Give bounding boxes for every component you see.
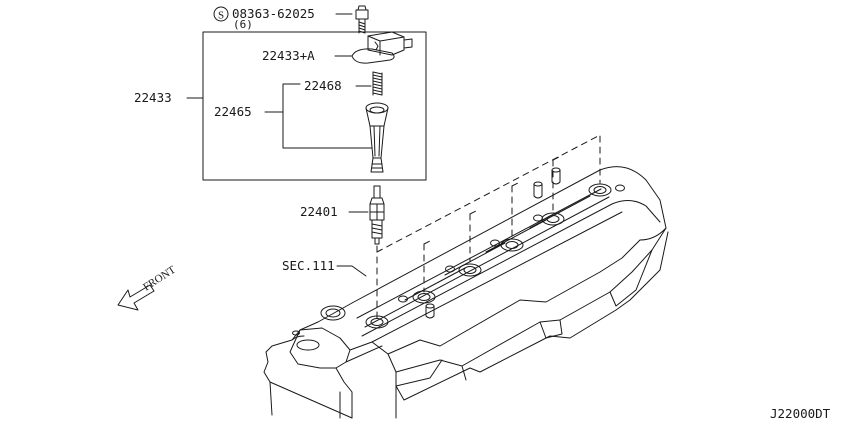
front-label: FRONT [141,264,178,294]
bolt-08363-62025: S [213,5,369,34]
section-leader-line [336,265,367,277]
spring-part-number: 22468 [304,78,342,93]
plug-hole-1 [365,315,389,329]
plug-hole-3 [458,263,482,277]
cylinder-head-cover [263,166,669,419]
bolt-prefix-letter: S [218,10,224,22]
boot-bracket [282,83,373,149]
coil-connector-part-number: 22433+A [262,48,315,63]
bolt-part-number: 08363-62025 [232,6,315,21]
spring-22468 [355,71,383,96]
coil-boot-part-number: 22465 [214,104,252,119]
plug-hole-2 [412,290,436,304]
bolt-thread [358,18,366,34]
plug-hole-6 [588,183,612,197]
coil-connector-22433A [334,31,413,64]
diagram-code: J22000DT [770,406,831,421]
insertion-dash-lines [376,134,601,319]
assembly-frame [202,31,427,181]
bolt-head [355,9,369,20]
plug-hole-4 [500,238,524,252]
bolt-quantity: (6) [233,18,253,31]
spark-plug-part-number: 22401 [300,204,338,219]
coil-boot-22465 [264,83,389,173]
s-circle-icon [213,6,229,22]
coil-assembly-part-number: 22433 [134,90,172,105]
spark-plug-22401 [348,185,385,245]
front-arrow: FRONT [117,264,178,311]
section-reference: SEC.111 [282,258,335,273]
